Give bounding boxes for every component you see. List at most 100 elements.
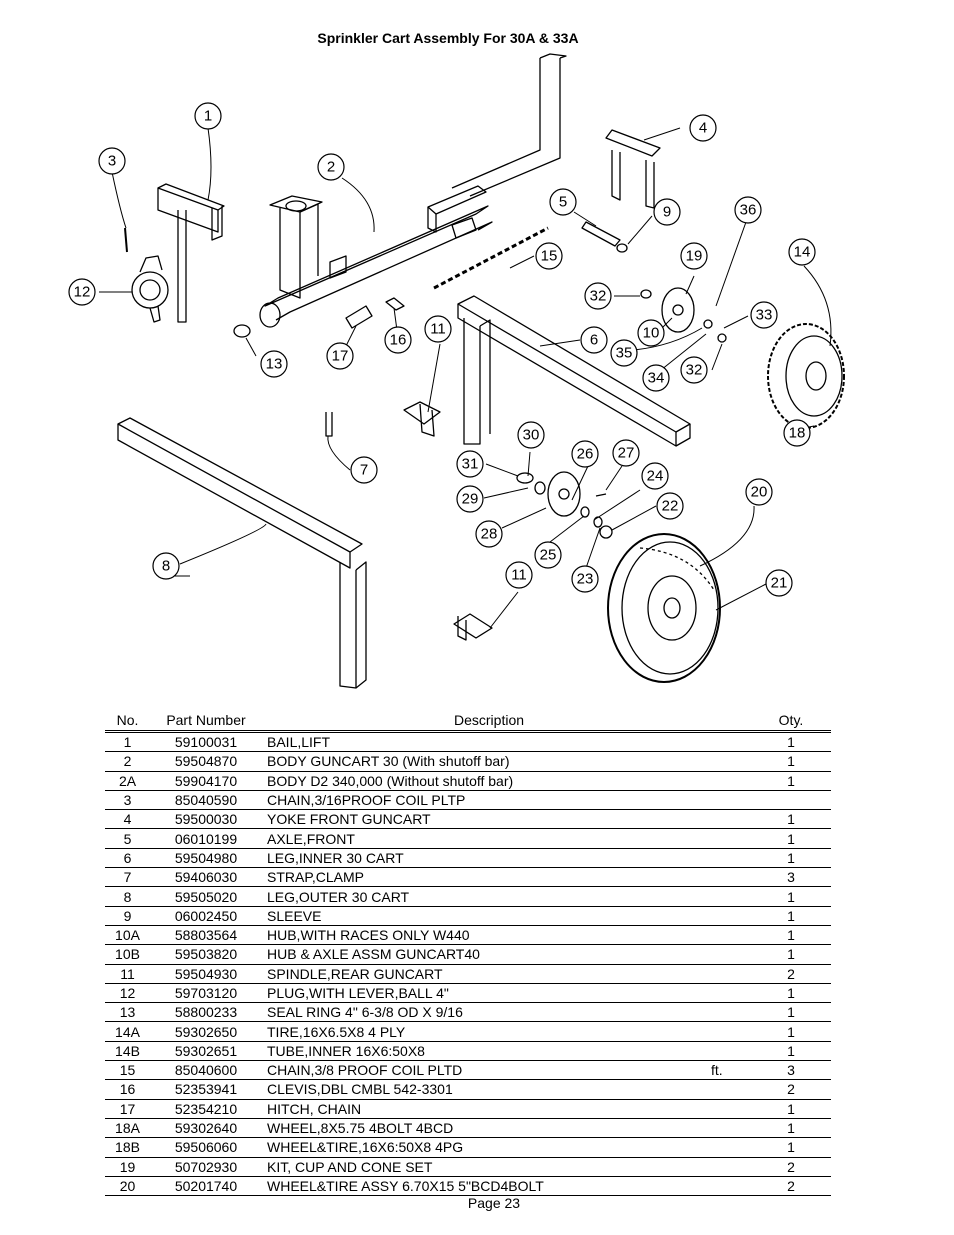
row-qty: 1 xyxy=(751,906,831,926)
callout-28: 28 xyxy=(481,526,498,543)
row-description: HUB,WITH RACES ONLY W440 xyxy=(262,925,711,946)
row-no: 18B xyxy=(105,1137,150,1158)
row-unit: ft. xyxy=(711,1060,751,1081)
row-unit xyxy=(711,1176,751,1197)
row-no: 5 xyxy=(105,828,150,849)
row-qty: 1 xyxy=(751,1021,831,1042)
row-qty: 1 xyxy=(751,944,831,965)
row-qty: 1 xyxy=(751,848,831,869)
row-no: 1 xyxy=(105,731,150,753)
row-unit xyxy=(711,751,751,772)
row-no: 19 xyxy=(105,1157,150,1177)
row-description: PLUG,WITH LEVER,BALL 4" xyxy=(262,983,711,1004)
row-unit xyxy=(711,771,751,791)
header-part-number: Part Number xyxy=(150,709,262,733)
row-no: 10A xyxy=(105,925,150,946)
row-part-number: 59503820 xyxy=(150,944,262,965)
row-description: YOKE FRONT GUNCART xyxy=(262,809,711,830)
row-no: 14A xyxy=(105,1021,150,1042)
row-qty: 1 xyxy=(751,886,831,907)
row-part-number: 85040590 xyxy=(150,790,262,811)
callout-18: 18 xyxy=(789,425,806,442)
small-tire-drawing xyxy=(767,323,845,429)
row-description: HITCH, CHAIN xyxy=(262,1099,711,1119)
callout-16: 16 xyxy=(390,332,407,349)
row-description: WHEEL&TIRE ASSY 6.70X15 5"BCD4BOLT xyxy=(262,1176,711,1197)
row-part-number: 85040600 xyxy=(150,1060,262,1081)
row-part-number: 59505020 xyxy=(150,886,262,907)
row-description: KIT, CUP AND CONE SET xyxy=(262,1157,711,1177)
bail-lift-drawing xyxy=(157,183,225,323)
row-part-number: 59302650 xyxy=(150,1021,262,1042)
callout-20: 20 xyxy=(751,484,768,501)
row-part-number: 52353941 xyxy=(150,1079,262,1100)
inner-leg-drawing xyxy=(457,295,691,447)
row-qty: 3 xyxy=(751,1060,831,1081)
row-unit xyxy=(711,1157,751,1177)
row-description: WHEEL&TIRE,16X6:50X8 4PG xyxy=(262,1137,711,1158)
assembly-diagram: 1 2 3 4 5 6 7 8 9 10 11 11 12 13 14 15 1… xyxy=(68,53,845,689)
row-no: 11 xyxy=(105,964,150,984)
row-description: TIRE,16X6.5X8 4 PLY xyxy=(262,1021,711,1042)
callout-30: 30 xyxy=(523,427,540,444)
row-no: 3 xyxy=(105,790,150,811)
row-unit xyxy=(711,983,751,1004)
callout-25: 25 xyxy=(540,547,557,564)
callout-2: 2 xyxy=(327,159,335,176)
row-part-number: 59500030 xyxy=(150,809,262,830)
callout-26: 26 xyxy=(577,446,594,463)
row-no: 4 xyxy=(105,809,150,830)
row-part-number: 58803564 xyxy=(150,925,262,946)
row-no: 7 xyxy=(105,867,150,888)
row-part-number: 50201740 xyxy=(150,1176,262,1197)
callout-12: 12 xyxy=(74,284,91,301)
callout-11-bottom: 11 xyxy=(511,567,527,584)
row-no: 8 xyxy=(105,886,150,907)
callout-8: 8 xyxy=(162,558,170,575)
callout-4: 4 xyxy=(699,120,707,137)
row-no: 14B xyxy=(105,1041,150,1062)
callout-31: 31 xyxy=(462,456,479,473)
row-description: BODY GUNCART 30 (With shutoff bar) xyxy=(262,751,711,772)
row-no: 15 xyxy=(105,1060,150,1081)
row-unit xyxy=(711,867,751,888)
row-qty: 2 xyxy=(751,1079,831,1100)
row-part-number: 06002450 xyxy=(150,906,262,926)
callout-34: 34 xyxy=(648,370,665,387)
row-description: SEAL RING 4" 6-3/8 OD X 9/16 xyxy=(262,1002,711,1023)
row-part-number: 59100031 xyxy=(150,731,262,753)
row-qty: 1 xyxy=(751,731,831,753)
row-unit xyxy=(711,731,751,753)
large-wheel-drawing xyxy=(607,533,721,683)
row-unit xyxy=(711,1021,751,1042)
row-no: 10B xyxy=(105,944,150,965)
row-no: 13 xyxy=(105,1002,150,1023)
body-guncart-drawing xyxy=(259,53,567,328)
row-qty: 2 xyxy=(751,1176,831,1197)
row-description: WHEEL,8X5.75 4BOLT 4BCD xyxy=(262,1118,711,1139)
table-header-row: No. Part Number Description Oty. xyxy=(105,709,831,733)
row-no: 16 xyxy=(105,1079,150,1100)
row-part-number: 59504930 xyxy=(150,964,262,984)
row-unit xyxy=(711,848,751,869)
row-no: 6 xyxy=(105,848,150,869)
row-no: 2A xyxy=(105,771,150,791)
row-qty: 1 xyxy=(751,925,831,946)
callout-9: 9 xyxy=(663,204,671,221)
row-part-number: 59406030 xyxy=(150,867,262,888)
row-unit xyxy=(711,1079,751,1100)
row-part-number: 59302651 xyxy=(150,1041,262,1062)
row-description: SLEEVE xyxy=(262,906,711,926)
row-part-number: 50702930 xyxy=(150,1157,262,1177)
